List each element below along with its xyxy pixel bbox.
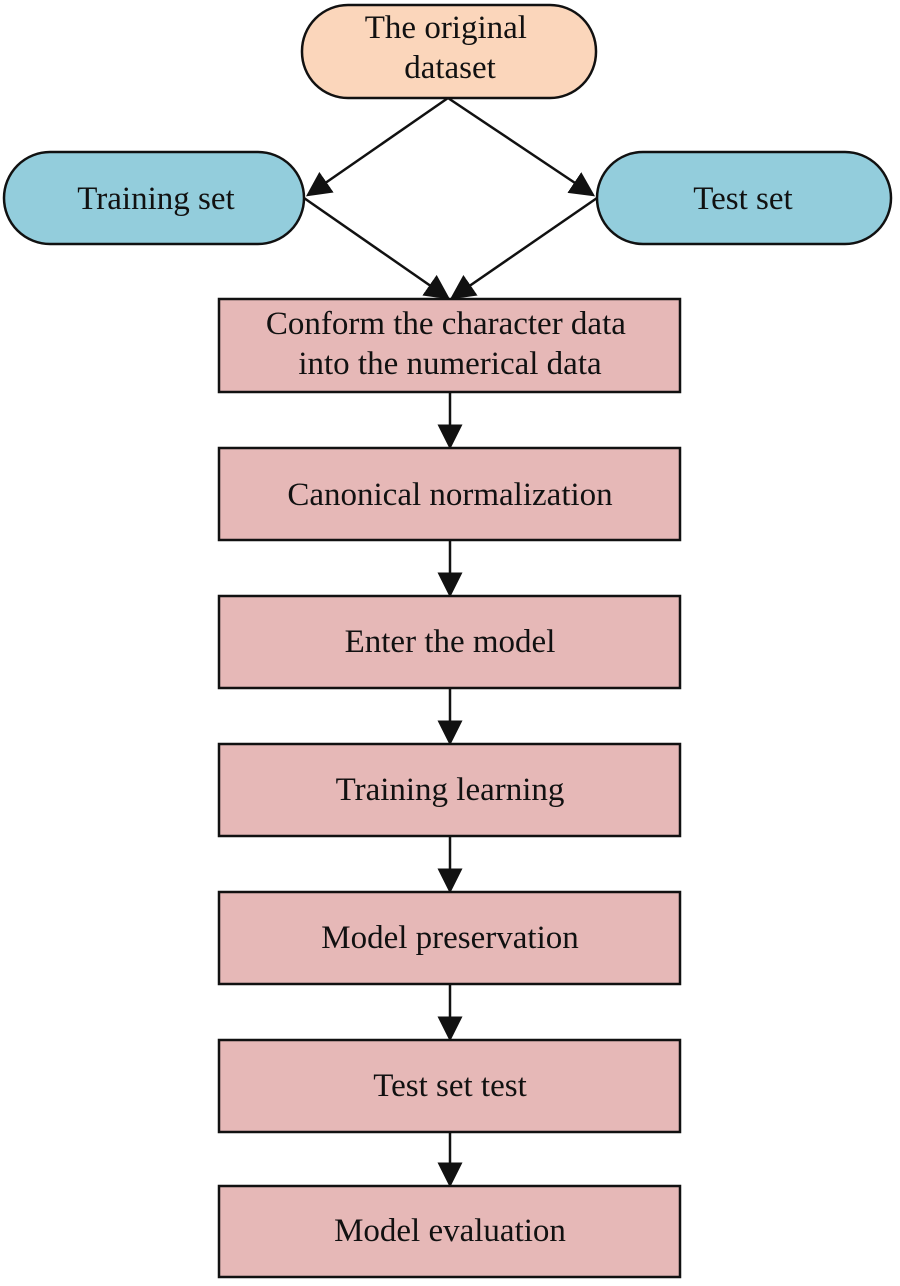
svg-text:Conform the character data: Conform the character data into the nume… bbox=[266, 306, 634, 382]
process-shape bbox=[217, 297, 682, 394]
edge-training-to-conform bbox=[303, 196, 451, 300]
node-label: Enter the model bbox=[345, 624, 556, 660]
node-label: Training learning bbox=[336, 772, 565, 808]
edges bbox=[303, 96, 598, 1188]
node-label-line: into the numerical data bbox=[298, 346, 602, 382]
terminator-shape bbox=[300, 3, 598, 100]
node-label-line: The original bbox=[365, 10, 527, 46]
node-training-learning: Training learning bbox=[217, 742, 682, 838]
node-model-evaluation: Model evaluation bbox=[217, 1184, 682, 1279]
node-canonical-normalization: Canonical normalization bbox=[217, 446, 682, 542]
node-training-set: Training set bbox=[2, 150, 306, 246]
terminator-shape bbox=[595, 150, 893, 246]
node-enter-model: Enter the model bbox=[217, 594, 682, 690]
node-test-set: Test set bbox=[595, 150, 893, 246]
node-test-set-test: Test set test bbox=[217, 1038, 682, 1134]
process-shape bbox=[217, 742, 682, 838]
terminator-shape bbox=[2, 150, 306, 246]
process-shape bbox=[217, 890, 682, 986]
edge-original-to-training bbox=[305, 96, 449, 197]
process-shape bbox=[217, 1038, 682, 1134]
node-label-line: dataset bbox=[404, 50, 496, 86]
edge-test-to-conform bbox=[449, 196, 598, 300]
node-label: Test set bbox=[693, 181, 792, 217]
node-label: Canonical normalization bbox=[287, 477, 612, 513]
node-label: Model preservation bbox=[321, 920, 579, 956]
node-label: Test set test bbox=[373, 1068, 527, 1104]
node-label: Training set bbox=[77, 181, 234, 217]
process-shape bbox=[217, 446, 682, 542]
edge-original-to-test bbox=[447, 96, 596, 197]
node-label: Model evaluation bbox=[334, 1213, 566, 1249]
node-conform-data: Conform the character data into the nume… bbox=[217, 297, 682, 394]
process-shape bbox=[217, 1184, 682, 1279]
svg-text:The original dataset: The original dataset bbox=[365, 10, 535, 86]
node-label-line: Conform the character data bbox=[266, 306, 626, 342]
node-model-preservation: Model preservation bbox=[217, 890, 682, 986]
node-original-dataset: The original dataset bbox=[300, 3, 598, 100]
process-shape bbox=[217, 594, 682, 690]
